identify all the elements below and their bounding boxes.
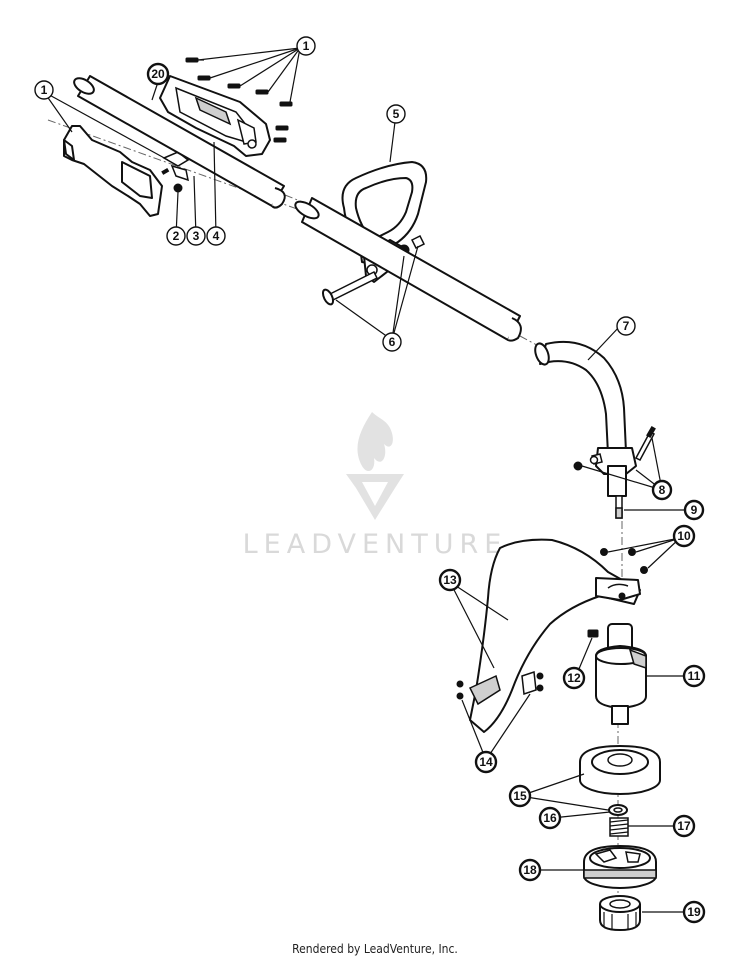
- handle-grip: [63, 125, 190, 217]
- svg-text:17: 17: [677, 819, 691, 833]
- callout-15: 15: [508, 784, 532, 808]
- callout-3: 3: [186, 226, 206, 246]
- leader-lines: [43, 47, 690, 913]
- callout-17: 17: [672, 814, 696, 838]
- bump-knob: [599, 895, 641, 931]
- callout-14: 14: [474, 750, 498, 774]
- svg-text:9: 9: [691, 503, 698, 517]
- callout-2: 2: [166, 226, 186, 246]
- svg-text:3: 3: [193, 229, 200, 243]
- upper-shaft-tube: [73, 75, 286, 209]
- svg-text:18: 18: [523, 863, 537, 877]
- svg-text:2: 2: [173, 229, 180, 243]
- svg-text:16: 16: [543, 811, 557, 825]
- footer-credit: Rendered by LeadVenture, Inc.: [292, 942, 458, 956]
- svg-text:12: 12: [567, 671, 581, 685]
- gear-head: [595, 623, 647, 725]
- washer: [608, 804, 628, 816]
- svg-text:20: 20: [151, 67, 165, 81]
- callout-5: 5: [386, 104, 406, 124]
- svg-text:6: 6: [389, 335, 396, 349]
- callout-18: 18: [518, 858, 542, 882]
- callout-7: 7: [616, 316, 636, 336]
- callout-6: 6: [382, 332, 402, 352]
- callout-11: 11: [682, 664, 706, 688]
- callout-4: 4: [206, 226, 226, 246]
- svg-text:5: 5: [393, 107, 400, 121]
- svg-text:1: 1: [41, 83, 48, 97]
- callout-19: 19: [682, 900, 706, 924]
- svg-text:10: 10: [677, 529, 691, 543]
- svg-text:14: 14: [479, 755, 493, 769]
- callout-1-top: 1: [296, 36, 316, 56]
- curved-shaft: [534, 340, 627, 455]
- guard-bolt: [587, 629, 599, 638]
- callout-16: 16: [538, 806, 562, 830]
- svg-text:1: 1: [303, 39, 310, 53]
- drive-shaft: [615, 495, 623, 519]
- svg-text:13: 13: [443, 573, 457, 587]
- callout-13: 13: [438, 568, 462, 592]
- control-housing: [159, 75, 271, 157]
- housing-screws: [185, 57, 293, 143]
- shaft-clamp: [573, 425, 656, 497]
- callout-1-left: 1: [34, 80, 54, 100]
- callout-8: 8: [651, 479, 673, 501]
- spring: [609, 817, 629, 837]
- callout-12: 12: [562, 666, 586, 690]
- svg-text:11: 11: [688, 669, 701, 683]
- lower-shaft-tube: [294, 197, 522, 342]
- callout-10: 10: [672, 524, 696, 548]
- svg-text:8: 8: [659, 483, 666, 497]
- callout-9: 9: [683, 499, 705, 521]
- watermark-logo: [346, 412, 404, 520]
- trimmer-head-housing: [579, 745, 661, 795]
- handle-screw: [161, 167, 183, 193]
- callout-20: 20: [146, 62, 170, 86]
- shield-clips: [456, 670, 544, 706]
- debris-shield: [469, 538, 641, 733]
- svg-text:7: 7: [623, 319, 630, 333]
- spool: [583, 845, 657, 889]
- svg-text:15: 15: [513, 789, 527, 803]
- watermark-text: LEADVENTURE: [243, 529, 508, 560]
- svg-text:19: 19: [687, 905, 701, 919]
- svg-text:4: 4: [213, 229, 220, 243]
